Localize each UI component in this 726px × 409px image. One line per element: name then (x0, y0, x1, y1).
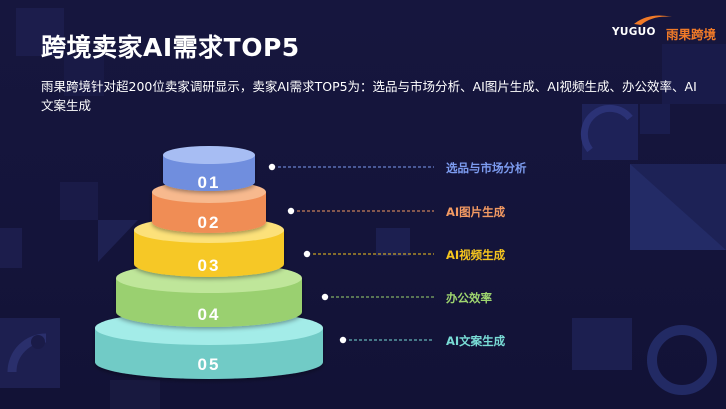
tier-label-04: 办公效率 (446, 291, 492, 305)
tier-number-03: 03 (198, 256, 221, 275)
connector-05 (339, 336, 434, 344)
connector-02 (287, 207, 434, 215)
tier-number-05: 05 (198, 355, 221, 374)
tier-label-02: AI图片生成 (446, 205, 506, 219)
connector-03 (303, 250, 434, 258)
page-title: 跨境卖家AI需求TOP5 (41, 33, 300, 62)
tier-number-04: 04 (198, 305, 221, 324)
connector-01 (268, 163, 434, 171)
pyramid-tier-01: 01 (163, 146, 255, 192)
tier-number-01: 01 (198, 173, 221, 192)
connector-04 (321, 293, 434, 301)
yuguo-logo: YUGUO 雨果跨境 (612, 13, 722, 42)
tier-number-02: 02 (198, 213, 221, 232)
tier-label-03: AI视频生成 (446, 248, 506, 262)
logo-text-en: YUGUO (612, 26, 656, 38)
tier-label-05: AI文案生成 (446, 334, 506, 348)
logo-text-cn: 雨果跨境 (666, 27, 717, 42)
logo-swoosh-icon (634, 15, 672, 25)
tier-label-01: 选品与市场分析 (446, 161, 527, 175)
page-description: 雨果跨境针对超200位卖家调研显示，卖家AI需求TOP5为：选品与市场分析、AI… (41, 79, 697, 113)
